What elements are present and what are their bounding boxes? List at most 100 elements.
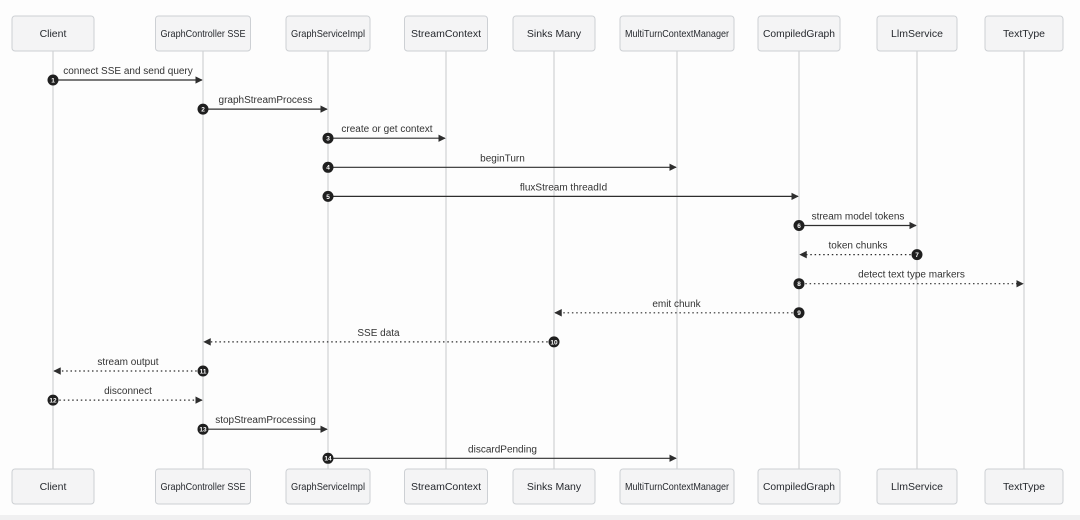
message-12: disconnect 12 bbox=[47, 386, 203, 406]
actor-label: Client bbox=[40, 28, 67, 40]
message-label: stream model tokens bbox=[812, 212, 905, 223]
actor-label: Client bbox=[40, 481, 67, 493]
actor-top-graph-controller-sse: GraphController SSE bbox=[155, 15, 251, 52]
sequence-number-text: 7 bbox=[915, 252, 919, 259]
actor-box bbox=[404, 15, 488, 52]
actor-top-client: Client bbox=[11, 15, 95, 52]
actor-bottom-text-type: TextType bbox=[984, 468, 1064, 505]
sequence-number-text: 6 bbox=[797, 223, 801, 230]
message-3: create or get context 3 bbox=[322, 124, 446, 144]
actor-box bbox=[619, 15, 735, 52]
message-2: graphStreamProcess 2 bbox=[197, 95, 328, 115]
actor-label: CompiledGraph bbox=[763, 481, 835, 493]
sequence-number-text: 8 bbox=[797, 281, 801, 288]
actor-box bbox=[285, 468, 371, 505]
message-8: detect text type markers 8 bbox=[793, 270, 1024, 290]
actor-label: LlmService bbox=[891, 28, 943, 40]
actor-top-compiled-graph: CompiledGraph bbox=[757, 15, 841, 52]
sequence-number-badge bbox=[322, 190, 334, 202]
message-label: create or get context bbox=[341, 124, 432, 135]
message-label: detect text type markers bbox=[858, 270, 965, 281]
actor-box bbox=[757, 468, 841, 505]
actor-box bbox=[11, 15, 95, 52]
actor-bottom-stream-context: StreamContext bbox=[404, 468, 488, 505]
actor-top-graph-service-impl: GraphServiceImpl bbox=[285, 15, 371, 52]
sequence-number-text: 3 bbox=[326, 136, 330, 143]
sequence-number-badge bbox=[911, 249, 923, 261]
actor-label: LlmService bbox=[891, 481, 943, 493]
sequence-number-text: 13 bbox=[199, 427, 207, 434]
message-label: disconnect bbox=[104, 386, 152, 397]
actor-box bbox=[876, 15, 958, 52]
actor-box bbox=[404, 468, 488, 505]
actor-label: StreamContext bbox=[411, 481, 481, 493]
actor-label: Sinks Many bbox=[527, 481, 582, 493]
actor-bottom-compiled-graph: CompiledGraph bbox=[757, 468, 841, 505]
actor-top-text-type: TextType bbox=[984, 15, 1064, 52]
message-label: graphStreamProcess bbox=[219, 95, 313, 106]
message-10: SSE data 10 bbox=[203, 328, 560, 348]
sequence-number-badge bbox=[793, 220, 805, 231]
message-4: beginTurn 4 bbox=[322, 153, 677, 173]
actor-box bbox=[512, 468, 596, 505]
message-label: connect SSE and send query bbox=[63, 66, 193, 77]
message-label: beginTurn bbox=[480, 153, 525, 164]
actor-label: CompiledGraph bbox=[763, 28, 835, 40]
sequence-number-badge bbox=[793, 307, 805, 319]
message-5: fluxStream threadId 5 bbox=[322, 182, 799, 202]
actor-top-stream-context: StreamContext bbox=[404, 15, 488, 52]
message-6: stream model tokens 6 bbox=[793, 212, 917, 231]
actor-bottom-graph-service-impl: GraphServiceImpl bbox=[285, 468, 371, 505]
sequence-number-badge bbox=[47, 74, 59, 86]
actor-label: TextType bbox=[1003, 28, 1045, 40]
actor-bottom-client: Client bbox=[11, 468, 95, 505]
sequence-number-text: 1 bbox=[51, 77, 55, 84]
sequence-number-text: 14 bbox=[324, 456, 332, 463]
sequence-number-badge bbox=[322, 161, 334, 173]
actor-bottom-multi-turn-context-manager: MultiTurnContextManager bbox=[619, 468, 735, 505]
sequence-number-text: 12 bbox=[49, 398, 57, 405]
message-label: token chunks bbox=[829, 241, 888, 252]
sequence-number-text: 4 bbox=[326, 165, 330, 172]
sequence-number-text: 5 bbox=[326, 194, 330, 201]
sequence-number-badge bbox=[197, 103, 209, 115]
message-label: SSE data bbox=[357, 328, 400, 339]
actor-box bbox=[984, 468, 1064, 505]
message-label: fluxStream threadId bbox=[520, 182, 607, 193]
message-1: connect SSE and send query 1 bbox=[47, 66, 203, 86]
actor-label: TextType bbox=[1003, 481, 1045, 493]
sequence-number-badge bbox=[322, 132, 334, 144]
actor-box bbox=[285, 15, 371, 52]
actor-label: MultiTurnContextManager bbox=[625, 28, 729, 40]
sequence-number-text: 2 bbox=[201, 107, 205, 114]
message-label: emit chunk bbox=[652, 299, 701, 310]
actor-bottom-sinks-many: Sinks Many bbox=[512, 468, 596, 505]
message-label: stream output bbox=[97, 357, 158, 368]
actor-top-multi-turn-context-manager: MultiTurnContextManager bbox=[619, 15, 735, 52]
actor-bottom-graph-controller-sse: GraphController SSE bbox=[155, 468, 251, 505]
actor-label: Sinks Many bbox=[527, 28, 582, 40]
sequence-number-badge bbox=[548, 336, 560, 348]
sequence-number-badge bbox=[47, 394, 59, 406]
actor-box bbox=[757, 15, 841, 52]
actor-label: GraphController SSE bbox=[161, 481, 246, 493]
actor-box bbox=[11, 468, 95, 505]
message-label: stopStreamProcessing bbox=[215, 415, 316, 426]
actor-label: GraphServiceImpl bbox=[291, 481, 365, 493]
actor-label: StreamContext bbox=[411, 28, 481, 40]
sequence-number-text: 10 bbox=[550, 339, 558, 346]
actor-top-sinks-many: Sinks Many bbox=[512, 15, 596, 52]
actor-label: GraphServiceImpl bbox=[291, 28, 365, 40]
actor-box bbox=[155, 468, 251, 505]
sequence-number-badge bbox=[197, 365, 209, 377]
actor-box bbox=[876, 468, 958, 505]
sequence-number-text: 9 bbox=[797, 310, 801, 317]
actor-label: MultiTurnContextManager bbox=[625, 481, 729, 493]
footer-strip bbox=[0, 515, 1080, 520]
actor-box bbox=[619, 468, 735, 505]
sequence-number-badge bbox=[197, 423, 209, 435]
message-7: token chunks 7 bbox=[799, 241, 923, 261]
